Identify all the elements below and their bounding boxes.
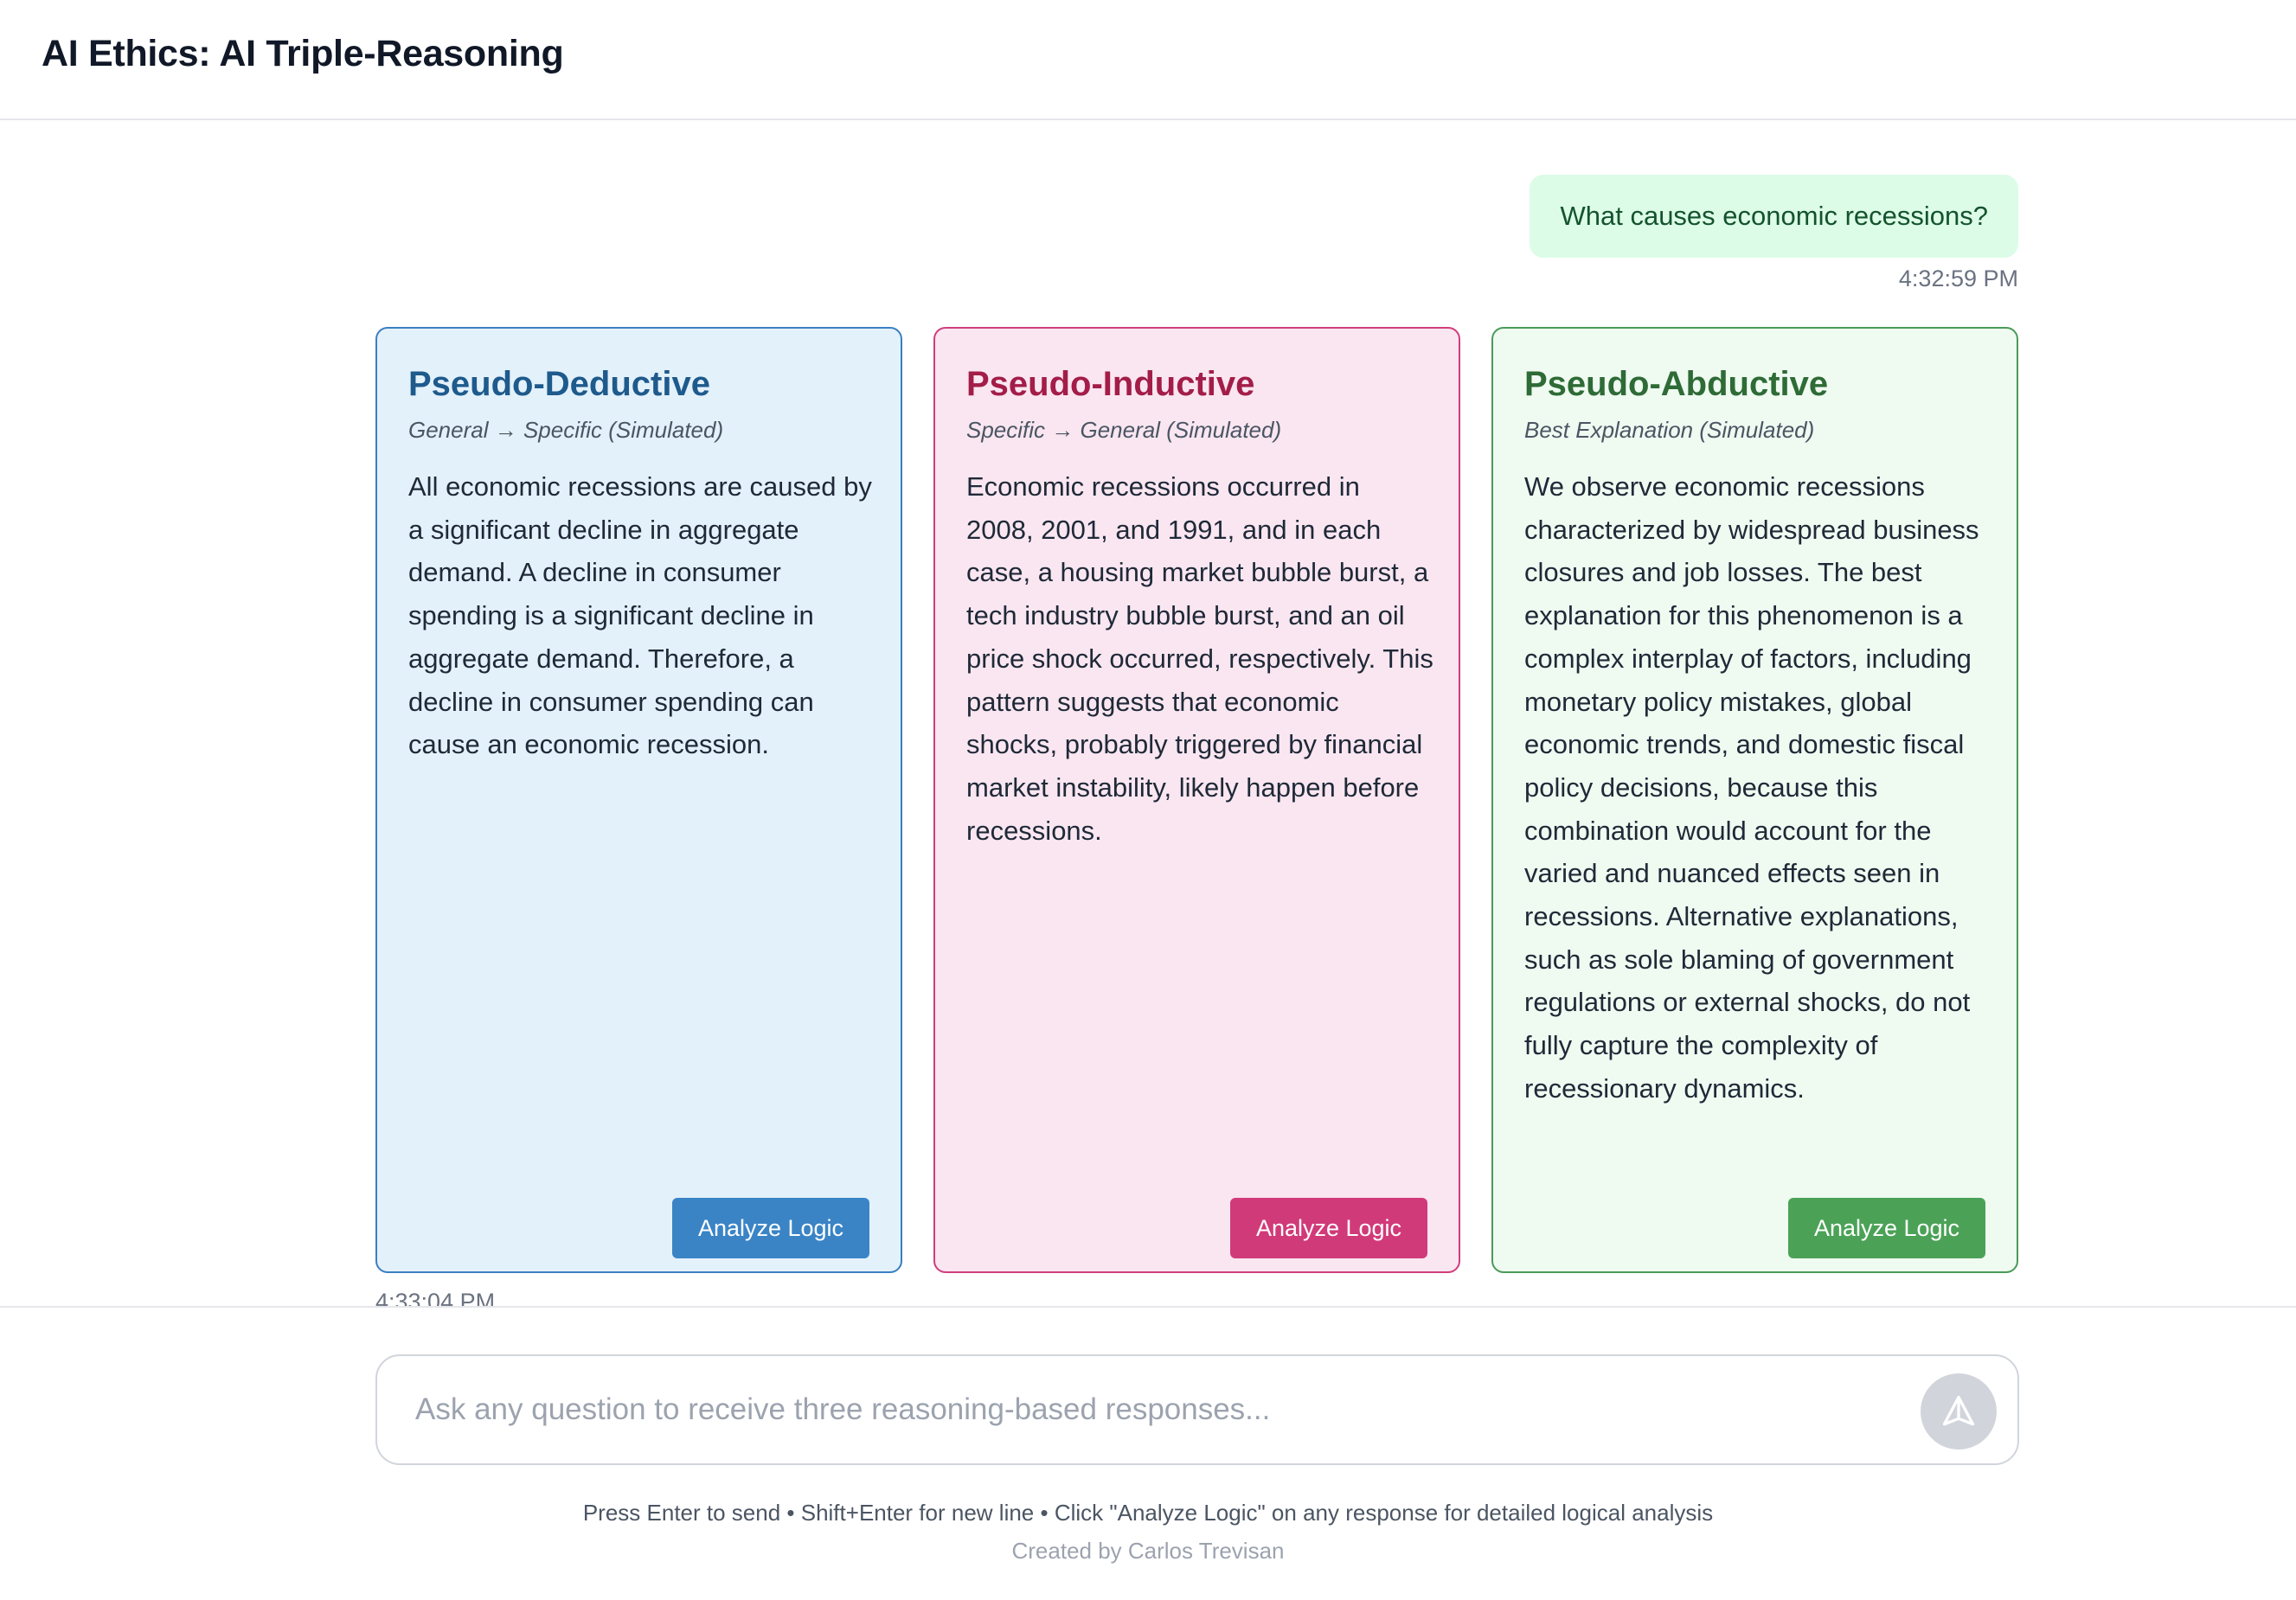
question-input-box: [375, 1354, 2019, 1465]
card-subtitle: Best Explanation (Simulated): [1524, 417, 1815, 443]
credit-text: Created by Carlos Trevisan: [1011, 1538, 1285, 1564]
analyze-logic-button-inductive[interactable]: Analyze Logic: [1230, 1198, 1427, 1258]
question-input[interactable]: [415, 1356, 1903, 1463]
card-subtitle: General → Specific (Simulated): [408, 417, 724, 443]
user-message-timestamp: 4:32:59 PM: [1898, 266, 2018, 291]
send-button[interactable]: [1921, 1373, 1997, 1450]
chat-area[interactable]: What causes economic recessions? 4:32:59…: [0, 120, 2296, 1306]
app-header: AI Ethics: AI Triple-Reasoning: [0, 0, 2296, 120]
abductive-response-card: Pseudo-Abductive Best Explanation (Simul…: [1491, 327, 2018, 1273]
user-message-bubble: What causes economic recessions?: [1530, 175, 2018, 258]
ai-response-timestamp: 4:33:04 PM: [375, 1289, 496, 1306]
keyboard-hint: Press Enter to send • Shift+Enter for ne…: [582, 1500, 1714, 1526]
card-body: Economic recessions occurred in 2008, 20…: [966, 471, 1433, 846]
analyze-logic-button-deductive[interactable]: Analyze Logic: [672, 1198, 869, 1258]
deductive-response-card: Pseudo-Deductive General → Specific (Sim…: [375, 327, 902, 1273]
analyze-logic-button-abductive[interactable]: Analyze Logic: [1788, 1198, 1985, 1258]
inductive-response-card: Pseudo-Inductive Specific → General (Sim…: [933, 327, 1460, 1273]
card-subtitle: Specific → General (Simulated): [966, 417, 1282, 443]
card-title: Pseudo-Inductive: [966, 365, 1255, 403]
composer-area: Press Enter to send • Shift+Enter for ne…: [0, 1306, 2296, 1600]
card-title: Pseudo-Deductive: [408, 365, 710, 403]
card-body: All economic recessions are caused by a …: [408, 471, 872, 760]
card-title: Pseudo-Abductive: [1524, 365, 1829, 403]
send-icon: [1942, 1395, 1975, 1426]
page-title: AI Ethics: AI Triple-Reasoning: [42, 33, 564, 74]
card-body: We observe economic recessions character…: [1524, 471, 1979, 1104]
